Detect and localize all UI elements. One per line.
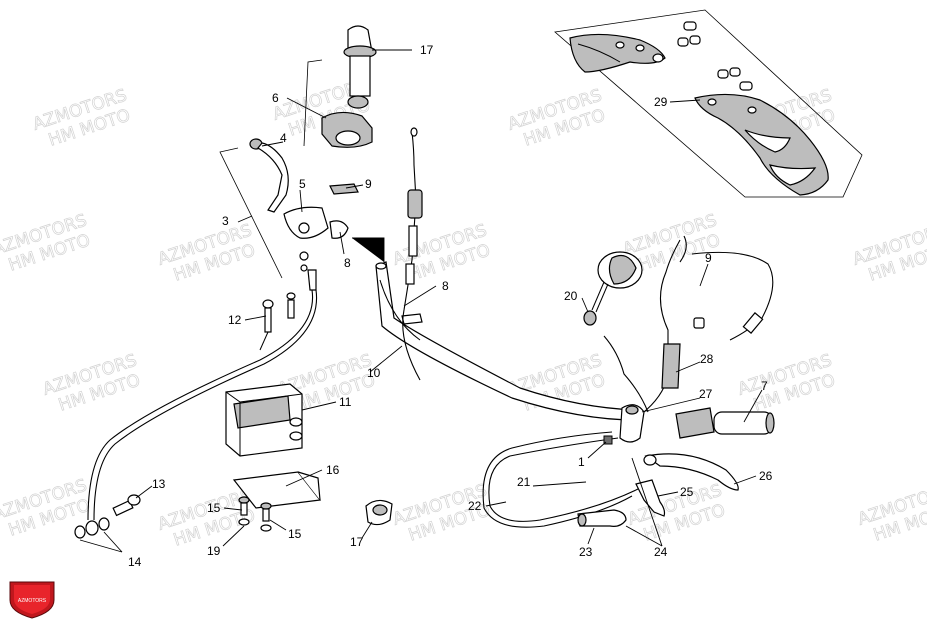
handlebar <box>375 261 637 421</box>
clutch-lever <box>249 138 289 213</box>
bleeder-screw <box>259 299 274 351</box>
callout-20: 20 <box>564 289 578 303</box>
banjo-bolts <box>299 251 317 291</box>
handguard-inset <box>554 9 863 198</box>
cable-boot <box>577 509 627 527</box>
callout-25: 25 <box>680 485 694 499</box>
callout-labels: 17 6 4 5 9 3 8 8 10 11 12 13 14 15 15 16… <box>128 43 773 569</box>
meter-bolts <box>238 496 272 532</box>
callout-3: 4 <box>280 131 287 145</box>
callout-4: 5 <box>299 177 306 191</box>
callout-1: 1 <box>578 455 585 469</box>
callout-15-right: 15 <box>288 527 302 541</box>
callout-15-left: 15 <box>207 501 221 515</box>
right-cables <box>482 235 774 528</box>
right-grip <box>675 407 775 439</box>
azmotors-logo: AZMOTORS <box>9 581 55 619</box>
callout-2: 3 <box>222 214 229 228</box>
hose-bolt <box>112 494 141 517</box>
callout-14: 14 <box>128 555 142 569</box>
callout-12: 12 <box>228 313 242 327</box>
small-washers <box>286 292 296 319</box>
callout-8: 9 <box>365 177 372 191</box>
brake-master-right <box>619 404 645 443</box>
callout-21: 21 <box>517 475 531 489</box>
rubber-boot <box>365 499 393 526</box>
callout-16: 16 <box>326 463 340 477</box>
group-bracket-2 <box>219 147 283 279</box>
callout-11: 11 <box>339 395 352 409</box>
callout-29: 29 <box>654 95 668 109</box>
callout-9-right: 9 <box>705 251 712 265</box>
digital-meter <box>225 383 303 457</box>
brake-switch <box>603 435 613 445</box>
callout-26: 26 <box>759 469 773 483</box>
brake-hose <box>87 289 318 521</box>
callout-6: 7 <box>761 379 768 393</box>
mirror <box>583 251 643 326</box>
hose-washers <box>74 517 110 539</box>
callout-18: 17 <box>420 43 434 57</box>
brake-lever <box>643 453 739 491</box>
callout-22: 22 <box>468 499 482 513</box>
callout-19: 19 <box>207 544 221 558</box>
callout-28: 28 <box>700 352 714 366</box>
lever-perch <box>635 479 666 517</box>
lever-clamp <box>329 220 349 239</box>
callout-7: 8 <box>344 256 351 270</box>
callout-24: 24 <box>654 545 668 559</box>
handguard-clamps <box>677 21 753 91</box>
group-bracket-5 <box>303 59 323 147</box>
throttle-grip <box>343 25 377 109</box>
master-cylinder <box>283 206 329 239</box>
meter-bracket <box>232 471 322 509</box>
leader-lines <box>79 49 763 553</box>
callout-10: 10 <box>367 366 381 380</box>
reservoir-cap <box>329 183 359 195</box>
handguard-right <box>694 93 829 196</box>
throttle-cable <box>402 127 423 381</box>
callout-27: 27 <box>699 387 713 401</box>
callout-5: 6 <box>272 91 279 105</box>
handguard-left <box>569 33 666 73</box>
callout-9-left: 8 <box>442 279 449 293</box>
callout-23: 23 <box>579 545 593 559</box>
callout-17: 17 <box>350 535 364 549</box>
logo-text: AZMOTORS <box>18 598 47 604</box>
throttle-housing <box>321 111 373 148</box>
callout-13: 13 <box>152 477 166 491</box>
